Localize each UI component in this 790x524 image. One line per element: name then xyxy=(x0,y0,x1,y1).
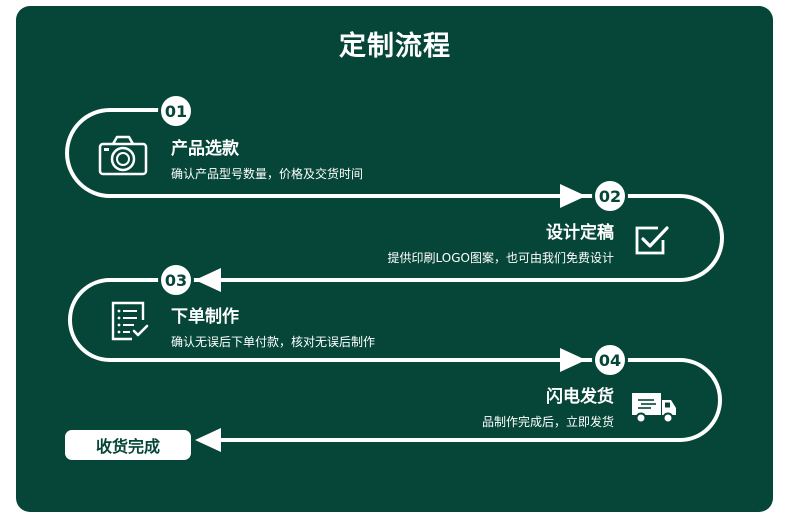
checklist-icon xyxy=(111,301,149,341)
step-desc-02: 提供印刷LOGO图案，也可由我们免费设计 xyxy=(387,251,614,265)
process-panel xyxy=(16,6,773,512)
delivery-truck-icon xyxy=(632,393,676,424)
arrow-left-4 xyxy=(195,428,221,452)
step-number-04: 04 xyxy=(592,342,628,378)
step-number-01: 01 xyxy=(158,93,194,129)
final-step-label: 收货完成 xyxy=(65,430,191,460)
page-title: 定制流程 xyxy=(339,31,451,62)
step-number-03: 03 xyxy=(158,262,194,298)
step-number-02: 02 xyxy=(592,178,628,214)
checkbox-icon xyxy=(635,226,669,255)
step-desc-01: 确认产品型号数量，价格及交货时间 xyxy=(171,167,364,181)
step-title-03: 下单制作 xyxy=(171,307,239,327)
arrow-right-3 xyxy=(560,348,586,372)
step-desc-03: 确认无误后下单付款，核对无误后制作 xyxy=(171,335,376,349)
arrow-right-1 xyxy=(560,184,586,208)
camera-icon xyxy=(98,135,148,176)
arrow-left-2 xyxy=(195,268,221,292)
step-desc-04: 品制作完成后，立即发货 xyxy=(481,415,614,429)
step-title-01: 产品选款 xyxy=(171,139,239,159)
step-title-04: 闪电发货 xyxy=(546,387,614,407)
step-title-02: 设计定稿 xyxy=(546,223,614,243)
